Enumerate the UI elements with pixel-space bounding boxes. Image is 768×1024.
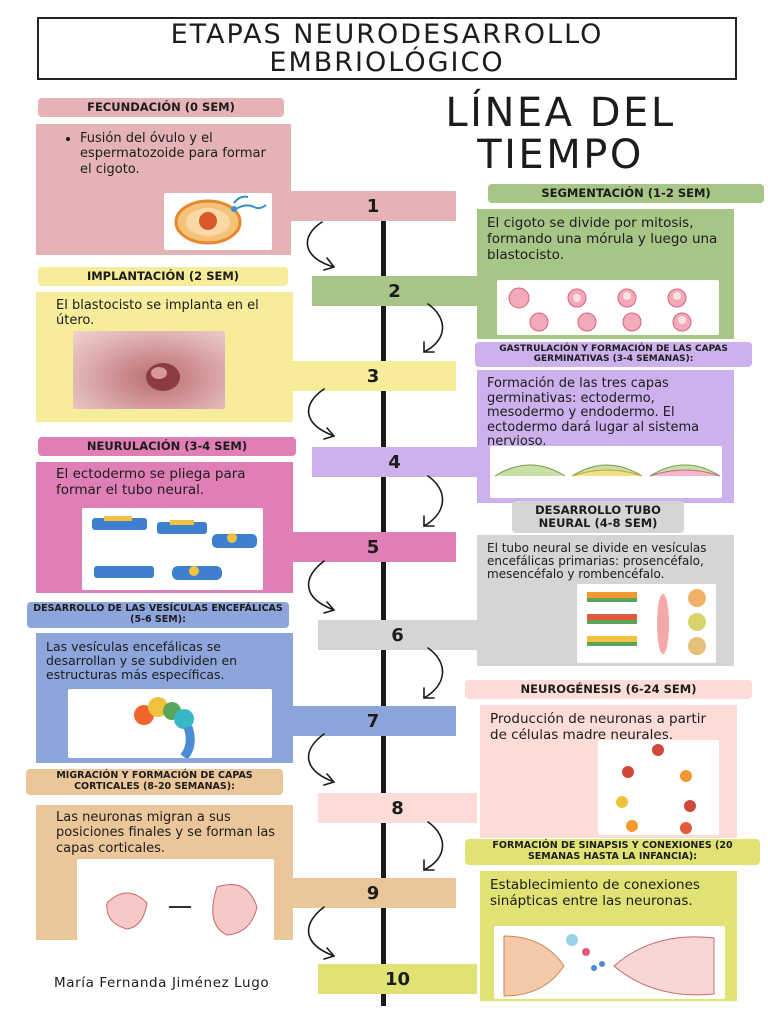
stage-number-1: 1 [290, 191, 456, 221]
stage-text-neurogenesis: Producción de neuronas a partir de célul… [490, 711, 707, 743]
curved-arrow-icon-3-4 [307, 388, 335, 440]
stage-label-neurogenesis: NEUROGÉNESIS (6-24 SEM) [465, 680, 752, 700]
neurogenesis-image [598, 740, 719, 835]
curved-arrow-icon-9-10 [307, 906, 335, 960]
title-line-2: EMBRIOLÓGICO [269, 46, 505, 78]
stage-number-9: 9 [290, 878, 456, 908]
stage-number-2: 2 [312, 276, 477, 306]
timeline-spine [381, 216, 386, 1006]
synapse-illustration [503, 934, 715, 997]
germ-layers-image [490, 446, 722, 498]
title-line-1: ETAPAS NEURODESARROLLO [170, 18, 604, 50]
stage-number-3: 3 [290, 361, 456, 391]
stage-text-neurulacion: El ectodermo se pliega para formar el tu… [56, 466, 246, 498]
curved-arrow-icon-1-2 [306, 221, 335, 271]
stage-label-gastrulacion: GASTRULACIÓN Y FORMACIÓN DE LAS CAPAS GE… [475, 342, 752, 367]
zygote-image [164, 193, 272, 250]
synapse-image [494, 926, 725, 999]
title-box: ETAPAS NEURODESARROLLO EMBRIOLÓGICO [37, 17, 737, 80]
timeline-heading-line-2: TIEMPO [477, 132, 644, 178]
implantation-image [73, 331, 225, 409]
stage-text-migracion: Las neuronas migran a sus posiciones fin… [56, 810, 276, 856]
curved-arrow-icon-7-8 [307, 733, 335, 786]
cleavage-stages-illustration [508, 287, 692, 332]
stage-label-segmentacion: SEGMENTACIÓN (1-2 SEM) [488, 184, 764, 204]
stage-label-sinapsis: FORMACIÓN DE SINAPSIS Y CONEXIONES (20 S… [465, 839, 760, 865]
timeline-heading-line-1: LÍNEA DEL [445, 90, 676, 136]
curved-arrow-icon-6-7 [423, 647, 444, 699]
neural-tube-fold-illustration [92, 516, 257, 580]
stage-number-5: 5 [290, 532, 456, 562]
stage-label-migracion: MIGRACIÓN Y FORMACIÓN DE CAPAS CORTICALE… [26, 769, 283, 795]
stage-label-fecundacion: FECUNDACIÓN (0 SEM) [38, 98, 284, 118]
encephalic-vesicles-illustration [134, 697, 195, 758]
curved-arrow-icon-5-6 [307, 560, 335, 614]
migration-image [77, 859, 274, 940]
stage-label-neurulacion: NEURULACIÓN (3-4 SEM) [38, 437, 296, 457]
stage-label-implantacion: IMPLANTACIÓN (2 SEM) [38, 267, 288, 287]
cleavage-image [497, 280, 719, 335]
stage-text-vesiculas: Las vesículas encefálicas se desarrollan… [46, 639, 238, 682]
stage-label-vesiculas: DESARROLLO DE LAS VESÍCULAS ENCEFÁLICAS … [27, 602, 289, 628]
cortical-migration-illustration [106, 884, 258, 936]
curved-arrow-icon-8-9 [423, 821, 444, 871]
stage-text-tubo-neural: El tubo neural se divide en vesículas en… [487, 541, 707, 582]
neurulation-image [82, 508, 263, 590]
stage-text-implantacion: El blastocisto se implanta en el útero. [56, 298, 259, 329]
vesicles-image [577, 584, 716, 663]
stage-text-sinapsis: Establecimiento de conexiones sinápticas… [490, 877, 700, 909]
encephalic-image [68, 689, 272, 758]
brain-vesicles-illustration [587, 589, 706, 655]
neuron-development-illustration [616, 744, 696, 834]
stage-number-7: 7 [290, 706, 456, 736]
stage-number-8: 8 [318, 793, 477, 823]
stage-number-6: 6 [318, 620, 477, 650]
germ-layers-illustration [494, 464, 721, 477]
stage-label-tubo-neural: DESARROLLO TUBO NEURAL (4-8 SEM) [512, 501, 684, 534]
author-name: María Fernanda Jiménez Lugo [54, 975, 270, 991]
stage-number-4: 4 [312, 447, 477, 477]
stage-text-segmentacion: El cigoto se divide por mitosis, formand… [487, 215, 718, 263]
zygote-illustration [174, 195, 267, 245]
blastocyst-illustration [146, 363, 180, 391]
stage-number-10: 10 [318, 964, 477, 994]
timeline-heading: LÍNEA DEL TIEMPO [393, 92, 728, 176]
curved-arrow-icon-4-5 [423, 475, 444, 527]
stage-text-fecundacion: Fusión del óvulo y el espermatozoide par… [80, 131, 272, 177]
curved-arrow-icon-2-3 [423, 303, 444, 353]
stage-text-gastrulacion: Formación de las tres capas germinativas… [487, 376, 700, 450]
